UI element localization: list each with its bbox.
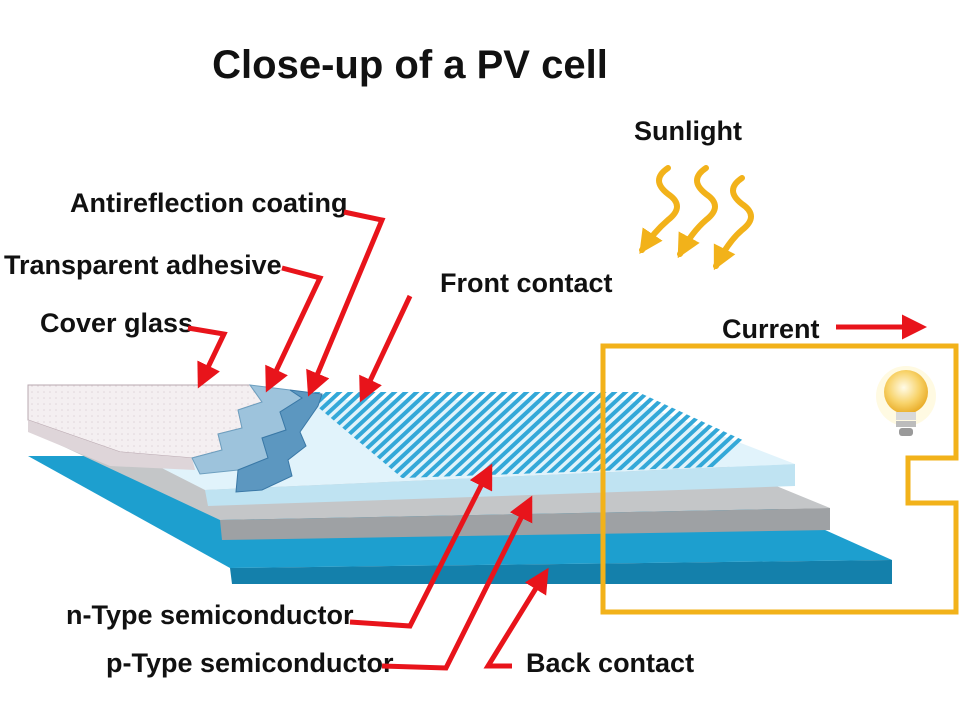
front-contact-stripe bbox=[430, 392, 544, 478]
front-contact-stripe bbox=[397, 392, 511, 478]
sunlight-rays-icon bbox=[639, 165, 754, 271]
sunlight-label: Sunlight bbox=[634, 116, 742, 146]
front-contact-stripe bbox=[518, 392, 632, 478]
p-type-label: p-Type semiconductor bbox=[106, 648, 394, 678]
front-contact-stripe bbox=[485, 392, 599, 478]
front-contact-stripe bbox=[300, 392, 346, 478]
n-type-label: n-Type semiconductor bbox=[66, 600, 354, 630]
front-contact-stripe bbox=[496, 392, 610, 478]
front-contact-label: Front contact bbox=[440, 268, 613, 298]
circuit-wire bbox=[600, 343, 959, 615]
cover-glass-label: Cover glass bbox=[40, 308, 193, 338]
cell-layers bbox=[27, 384, 892, 584]
back-contact-label: Back contact bbox=[526, 648, 694, 678]
front-contact-stripe bbox=[386, 392, 500, 478]
front-contact-pointer bbox=[359, 294, 413, 403]
back-contact-pointer bbox=[483, 567, 549, 669]
current-label: Current bbox=[722, 314, 820, 344]
front-contact-stripe bbox=[419, 392, 533, 478]
cover-glass-pointer bbox=[187, 325, 228, 389]
antireflection-pointer bbox=[306, 209, 386, 397]
antireflection-label: Antireflection coating bbox=[70, 188, 348, 218]
adhesive-label: Transparent adhesive bbox=[4, 250, 282, 280]
p-type-pointer bbox=[381, 495, 533, 671]
antireflection-layer bbox=[235, 389, 323, 493]
front-contact-stripe bbox=[408, 392, 522, 478]
front-contact-stripe bbox=[300, 392, 357, 478]
light-bulb-icon bbox=[876, 366, 936, 436]
n-type-pointer bbox=[349, 463, 493, 629]
page-title: Close-up of a PV cell bbox=[212, 43, 608, 87]
front-contact-stripe bbox=[441, 392, 555, 478]
adhesive-pointer bbox=[265, 265, 324, 393]
front-contact-stripe bbox=[474, 392, 588, 478]
